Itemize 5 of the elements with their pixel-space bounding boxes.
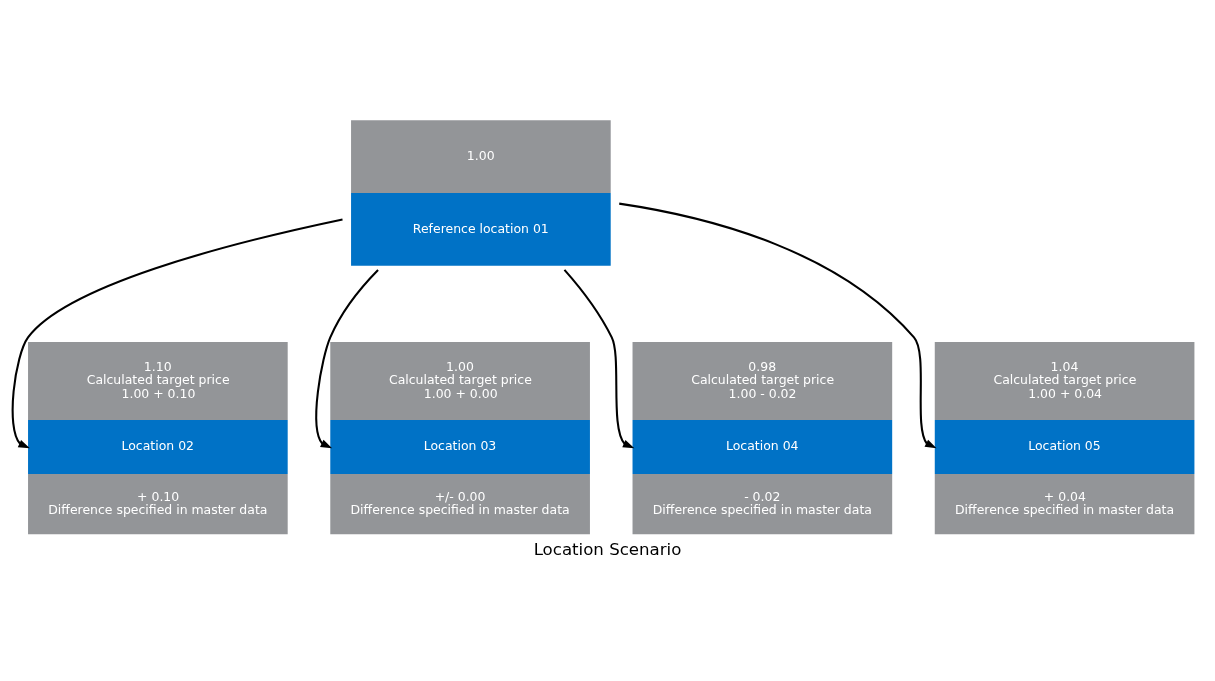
arrow [619, 202, 937, 449]
caption: Location Scenario [533, 540, 682, 560]
arrow [11, 218, 343, 449]
arrow [315, 269, 379, 449]
arrow [563, 269, 635, 449]
